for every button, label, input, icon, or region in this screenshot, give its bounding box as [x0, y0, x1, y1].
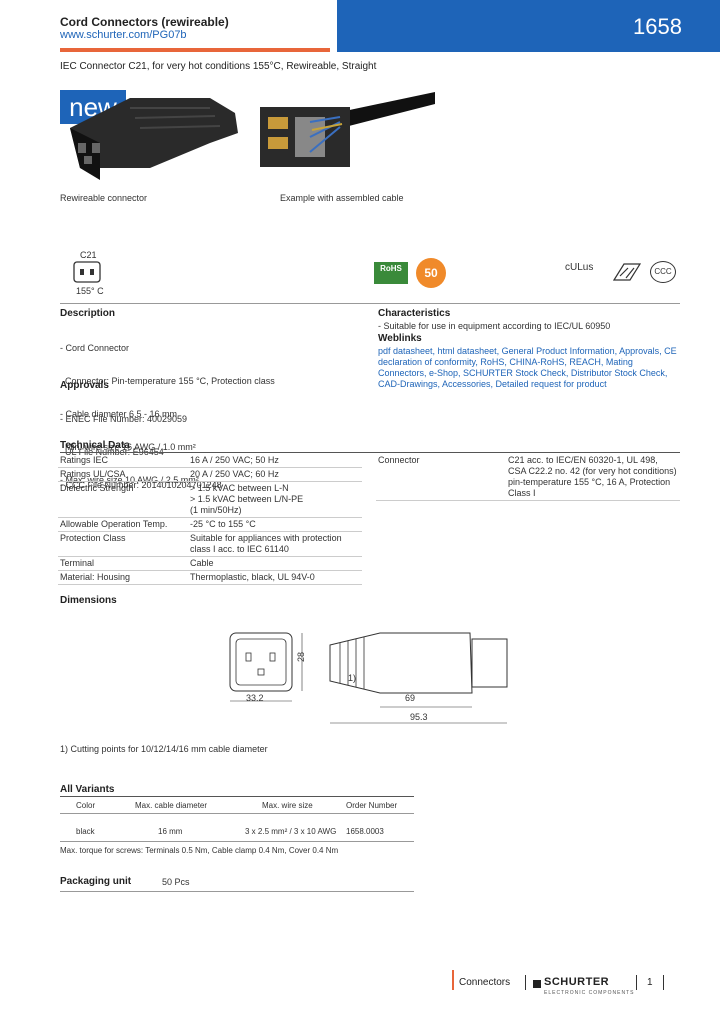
product-url-link[interactable]: www.schurter.com/PG07b	[60, 29, 187, 41]
packaging-value: 50 Pcs	[162, 877, 190, 887]
description-item: Min. wire size 16 AWG / 1.0 mm²	[60, 442, 196, 452]
connector-photo	[70, 98, 238, 180]
product-subtitle: IEC Connector C21, for very hot conditio…	[60, 61, 377, 72]
header-left	[0, 0, 330, 54]
dim-height-label: 28	[296, 651, 307, 663]
variants-col-color: Color	[76, 801, 96, 810]
variant-wire: 3 x 2.5 mm² / 3 x 10 AWG	[245, 827, 337, 836]
dim-footnote-mark: 1)	[348, 673, 357, 683]
divider	[60, 841, 414, 842]
footer-accent	[452, 970, 454, 990]
enec-icon	[612, 263, 642, 281]
caption-left: Rewireable connector	[60, 193, 148, 203]
rohs-icon: RoHS	[374, 262, 408, 284]
symbol-top-label: C21	[80, 250, 97, 260]
divider	[60, 891, 414, 892]
footer-divider	[663, 975, 664, 990]
dimensions-title: Dimensions	[60, 595, 117, 606]
approvals-title: Approvals	[60, 380, 109, 391]
environment-50-icon: 50	[416, 258, 446, 288]
dimensions-footnote: 1) Cutting points for 10/12/14/16 mm cab…	[60, 744, 268, 754]
page-title: Cord Connectors (rewireable)	[60, 15, 229, 29]
footer-page-number: 1	[647, 977, 653, 988]
characteristics-item: - Suitable for use in equipment accordin…	[378, 321, 611, 331]
c21-outlet-icon	[73, 261, 101, 283]
dim-width-label: 33.2	[246, 693, 264, 703]
characteristics-title: Characteristics	[378, 308, 451, 319]
variants-col-cable: Max. cable diameter	[135, 801, 208, 810]
description-title: Description	[60, 308, 116, 319]
footer-tagline: ELECTRONIC COMPONENTS	[544, 990, 635, 996]
assembled-cable-photo	[260, 92, 435, 167]
variants-col-wire: Max. wire size	[262, 801, 313, 810]
dimension-drawing	[229, 632, 508, 724]
dim-body-label: 69	[405, 693, 416, 703]
dim-total-label: 95.3	[410, 712, 428, 722]
divider	[60, 452, 680, 453]
culus-icon: cULus	[565, 262, 594, 273]
footer-brand: SCHURTER	[544, 976, 610, 988]
weblinks-text[interactable]: pdf datasheet, html datasheet, General P…	[378, 346, 677, 389]
variant-cable: 16 mm	[158, 827, 183, 836]
description-item: - Cable diameter 6.5 - 16 mm	[60, 409, 178, 419]
symbol-bottom-label: 155° C	[76, 286, 104, 296]
description-item: Connector: Pin-temperature 155 °C, Prote…	[60, 376, 275, 386]
description-item: - Cord Connector	[60, 343, 130, 353]
footer-divider	[636, 975, 637, 990]
technical-data-title: Technical Data	[60, 440, 130, 451]
caption-right: Example with assembled cable	[280, 193, 404, 203]
divider	[60, 813, 414, 814]
divider	[60, 796, 414, 797]
footer-divider	[525, 975, 526, 990]
approval-item: - ENEC File Number: 40029059	[60, 414, 188, 424]
header-blue-panel: 1658	[337, 0, 720, 52]
product-number: 1658	[633, 14, 682, 39]
variants-note: Max. torque for screws: Terminals 0.5 Nm…	[60, 846, 339, 855]
divider	[60, 303, 680, 304]
weblinks-title: Weblinks	[378, 333, 422, 344]
variant-order-link[interactable]: 1658.0003	[346, 827, 384, 836]
schurter-logo-icon	[533, 980, 541, 988]
header-accent-bar	[60, 48, 330, 52]
ccc-icon: CCC	[650, 261, 676, 283]
variants-col-order: Order Number	[346, 801, 398, 810]
table-row: Dielectric Strength> 1.5 kVAC between L-…	[58, 481, 362, 518]
packaging-label: Packaging unit	[60, 876, 132, 887]
variants-title: All Variants	[60, 784, 115, 795]
table-row: Allowable Operation Temp.-25 °C to 155 °…	[58, 517, 362, 532]
footer-category: Connectors	[459, 977, 511, 988]
variant-color: black	[76, 827, 95, 836]
